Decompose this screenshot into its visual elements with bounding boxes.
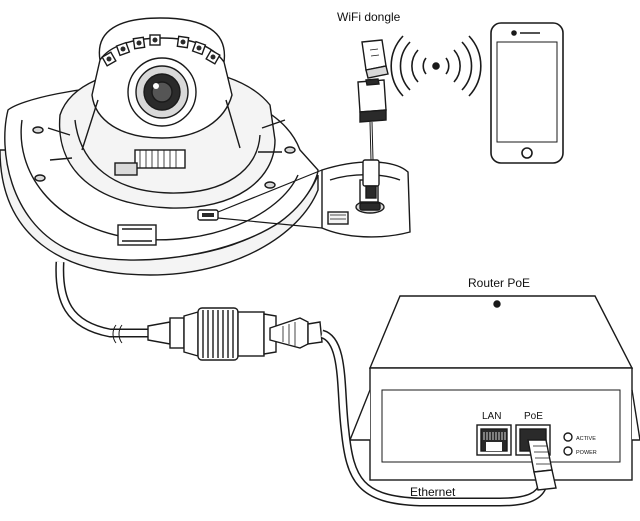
port-detail-inset xyxy=(321,161,411,238)
port-lan-label: LAN xyxy=(482,411,501,422)
smartphone-icon xyxy=(490,22,564,164)
ethernet-label: Ethernet xyxy=(410,485,456,499)
router-poe-device xyxy=(348,295,640,481)
wifi-signal-icon xyxy=(390,35,482,97)
rj45-male-plug xyxy=(269,317,323,349)
usb-dongle-icon xyxy=(357,39,389,199)
led-active-label: ACTIVE xyxy=(576,436,596,442)
camera-pigtail-cable xyxy=(55,261,150,344)
ethernet-cable xyxy=(320,329,548,507)
port-poe-label: PoE xyxy=(524,411,543,422)
zoom-callout-lines xyxy=(217,169,323,229)
rj45-female-connector xyxy=(147,307,277,361)
router-poe-label: Router PoE xyxy=(468,276,530,290)
wifi-dongle-label: WiFi dongle xyxy=(337,10,401,24)
dome-camera xyxy=(0,17,319,276)
led-power-label: POWER xyxy=(576,450,597,456)
poe-port-plug xyxy=(527,439,557,491)
